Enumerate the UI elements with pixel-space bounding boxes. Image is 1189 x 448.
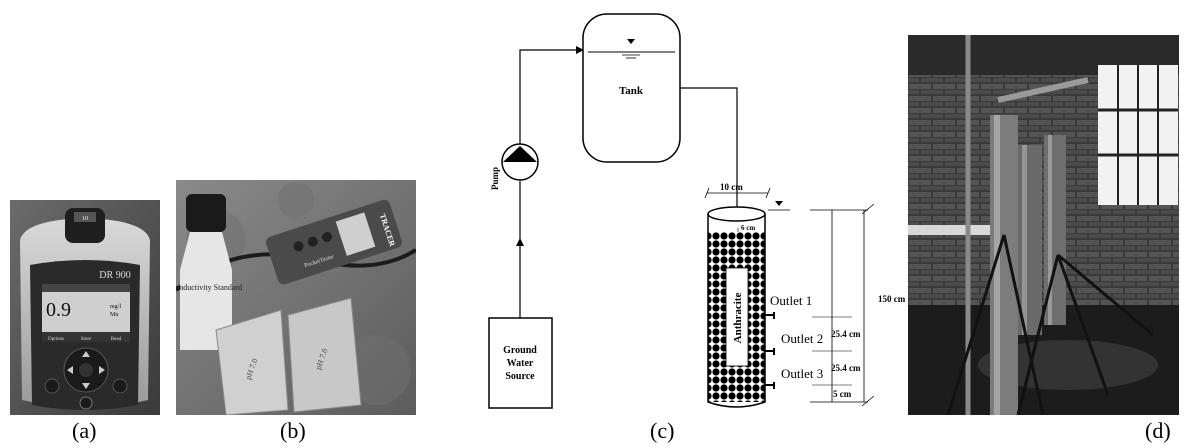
colorimeter-illustration: 10 DR 900 0.9 mg/l Mn Options Store Read (10, 200, 160, 415)
filter-rig-illustration (908, 35, 1179, 415)
pump-label: Pump (490, 167, 500, 190)
tracer-meter: PocketTester TRACER (265, 199, 402, 285)
softkey-store: Store (81, 337, 92, 342)
softkey-read: Read (111, 337, 122, 342)
spacing-2-label: 25.4 cm (831, 363, 861, 373)
spacing-1-label: 25.4 cm (831, 329, 861, 339)
pipe-tank-to-column (680, 87, 738, 210)
ph-sachet-left: pH 7.0 (215, 309, 289, 415)
outlet-3: Outlet 3 (765, 366, 823, 389)
outlet-2: Outlet 2 (765, 331, 823, 355)
outlet-3-label: Outlet 3 (781, 366, 823, 381)
diameter-outer-label: 10 cm (720, 182, 743, 192)
panel-label-a: (a) (72, 418, 97, 443)
ph-sachet-right: pH 7.0 (287, 297, 362, 413)
photo-colorimeter: 10 DR 900 0.9 mg/l Mn Options Store Read (10, 200, 160, 415)
photo-filter-rig (908, 35, 1179, 415)
source-label-line3: Source (505, 371, 535, 382)
bottom-offset-label: 5 cm (833, 389, 852, 399)
panel-label-b: (b) (280, 418, 306, 443)
source-label-line1: Ground (503, 345, 537, 356)
pipe-pump-to-tank (519, 49, 584, 144)
anthracite-label-box (725, 267, 749, 367)
bottle-text: Conductivity Standard (176, 283, 242, 292)
tank-inlet-arrow-icon (576, 46, 584, 54)
softkey-options: Options (48, 337, 64, 342)
meter-model: DR 900 (99, 270, 130, 281)
filter-column (707, 214, 766, 408)
height-dimension-label: 150 cm (878, 294, 906, 304)
reading-unit-2: Mn (110, 312, 118, 318)
overhead-pipe (997, 77, 1089, 103)
cap-text: 10 (82, 216, 88, 222)
source-label-line2: Water (507, 358, 534, 369)
outlet-1: Outlet 1 (765, 293, 812, 319)
reading-unit-1: mg/l (110, 304, 121, 310)
column-level-icon (775, 201, 783, 206)
tracer-kit-illustration: PocketTester TRACER Conductivity Standar… (176, 180, 416, 415)
flow-arrow-icon (516, 238, 524, 246)
tripod-stands (946, 234, 1154, 415)
power-button-icon (79, 396, 93, 410)
panel-label-c: (c) (650, 418, 675, 443)
tank-label: Tank (619, 85, 644, 97)
panel-label-d: (d) (1145, 418, 1171, 443)
water-level-icon (627, 39, 635, 44)
photo-tracer-kit: PocketTester TRACER Conductivity Standar… (176, 180, 416, 415)
anthracite-label: Anthracite (732, 293, 744, 344)
outlet-1-label: Outlet 1 (770, 293, 812, 308)
ground-water-source-box (488, 317, 553, 409)
diameter-inner-label: 6 cm (741, 224, 755, 232)
window (1098, 65, 1178, 205)
conductivity-bottle: Conductivity Standard (176, 194, 242, 350)
meter-reading: 0.9 (46, 299, 71, 321)
outlet-2-label: Outlet 2 (781, 331, 823, 346)
